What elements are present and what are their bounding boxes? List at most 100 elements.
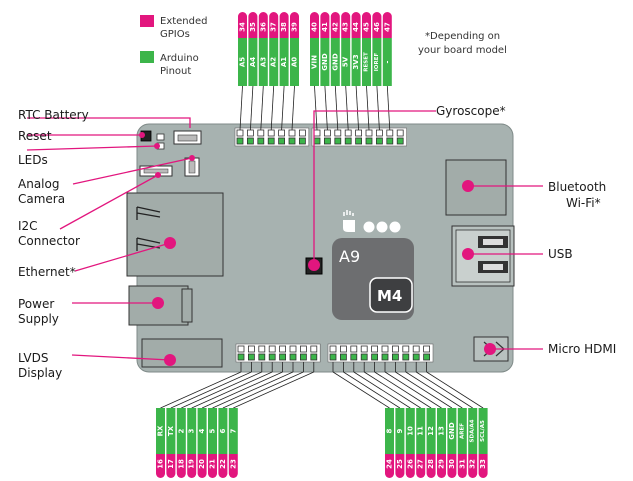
arduino-pin-label [279, 38, 289, 86]
header-top-left-pin [288, 137, 296, 145]
gpio-pin-label [228, 454, 238, 478]
ethernet-dot [164, 237, 176, 249]
gpio-number: 34 [239, 22, 247, 32]
gpio-number: 33 [479, 459, 487, 469]
bottom-pin-column: 824 [332, 362, 394, 478]
cpu-chip-m4 [369, 277, 413, 313]
pin-connector-line [324, 85, 328, 131]
pin-connector-line [355, 85, 359, 131]
pin-connector-line [363, 371, 421, 409]
gpio-pin-label [208, 454, 217, 478]
gpio-pin-label [258, 12, 268, 38]
gpio-pin-label [310, 12, 319, 38]
header-bottom-left [235, 343, 321, 363]
pin-connector-line [260, 85, 264, 131]
gyroscope-callout [313, 110, 436, 265]
header-bottom-left-pin [310, 345, 318, 353]
arduino-pin-name: A5 [239, 57, 247, 67]
header-bottom-left-pin [289, 353, 297, 361]
pin-connector-line [314, 85, 318, 131]
gpio-number: 40 [311, 22, 319, 32]
pin-connector-line [270, 85, 275, 131]
component-labels: RTC Battery Reset LEDs Analog Camera I2C… [18, 104, 616, 380]
gpio-number: 28 [427, 459, 435, 469]
pin-connector-line [353, 371, 411, 409]
pin-connector-line [250, 85, 254, 131]
gpio-number: 42 [331, 22, 339, 32]
gyroscope-dot [308, 259, 320, 271]
top-right-pin-group: 40VIN41GND42GND435V443V345RESET46IOREF47… [310, 12, 392, 131]
lvds-label-2: Display [18, 366, 62, 380]
arduino-pin-name: 3 [188, 428, 196, 433]
header-top-right-pin [375, 137, 383, 145]
gpio-pin-label [478, 454, 488, 478]
gpio-pin-label [166, 454, 176, 478]
header-bottom-right-pin [391, 353, 399, 361]
micro-hdmi-dot [484, 343, 496, 355]
header-bottom-left-pin [310, 353, 318, 361]
bottom-pin-column: 420 [197, 362, 284, 478]
header-bottom-left-pin [289, 345, 297, 353]
i2c-label-1: I2C [18, 219, 38, 233]
bluetooth-wifi-module [445, 159, 507, 216]
header-top-right-pin [365, 137, 373, 145]
header-bottom-left-pin [268, 353, 276, 361]
header-top-right-pin [396, 137, 404, 145]
arduino-pin-label [437, 408, 446, 454]
gpio-number: 21 [209, 459, 217, 469]
analog-camera-callout [72, 157, 193, 185]
ethernet-clip-1 [136, 206, 161, 220]
arduino-pin-label [238, 38, 247, 86]
header-bottom-left-pin [299, 353, 307, 361]
usb-port-2-tongue [483, 264, 503, 270]
arduino-pin-name: 5 [209, 428, 217, 433]
i2c-callout [59, 174, 159, 230]
arduino-pin-label [290, 38, 299, 86]
usb-port-1-tongue [483, 239, 503, 245]
gpio-number: 18 [177, 459, 185, 469]
gpio-pin-label [372, 12, 382, 38]
pin-connector-line [201, 371, 283, 409]
pin-connector-line [181, 371, 262, 409]
top-pin-column: 47 - [382, 12, 392, 131]
gpio-number: 23 [229, 459, 237, 469]
gpio-pin-label [330, 12, 340, 38]
header-bottom-left-pin [258, 345, 266, 353]
gpio-number: 29 [438, 459, 446, 469]
header-bottom-right-pin [329, 345, 337, 353]
gpio-pin-label [341, 12, 351, 38]
arduino-pin-name: RX [157, 425, 165, 436]
gpio-number: 47 [383, 22, 391, 32]
gpio-number: 26 [406, 459, 414, 469]
gpio-pin-label [437, 454, 446, 478]
header-bottom-right-pin [412, 345, 420, 353]
header-top-left-pin [236, 129, 244, 137]
header-bottom-left-pin [237, 353, 245, 361]
header-bottom-left-pin [258, 353, 266, 361]
gpio-number: 19 [188, 459, 196, 469]
arduino-pin-name: A3 [259, 57, 267, 67]
i2c-connector-slot [143, 168, 169, 174]
gpio-pin-label [468, 454, 478, 478]
arduino-pin-name: - [383, 60, 391, 63]
header-bottom-right [327, 343, 434, 363]
gpio-pin-label [362, 12, 371, 38]
header-top-left [234, 127, 310, 147]
board-model-note-2: your board model [418, 45, 507, 56]
gpio-pin-label [156, 454, 165, 478]
pin-connector-line [415, 371, 473, 409]
pin-headers [234, 127, 434, 363]
header-bottom-right-pin [360, 353, 368, 361]
gpio-number: 24 [386, 459, 394, 469]
legend: Extended GPIOs Arduino Pinout [140, 15, 208, 77]
header-top-right-pin [323, 129, 331, 137]
bottom-pin-column: 5 21 [208, 362, 294, 478]
gpio-number: 41 [321, 22, 329, 32]
micro-hdmi-label: Micro HDMI [548, 342, 616, 356]
